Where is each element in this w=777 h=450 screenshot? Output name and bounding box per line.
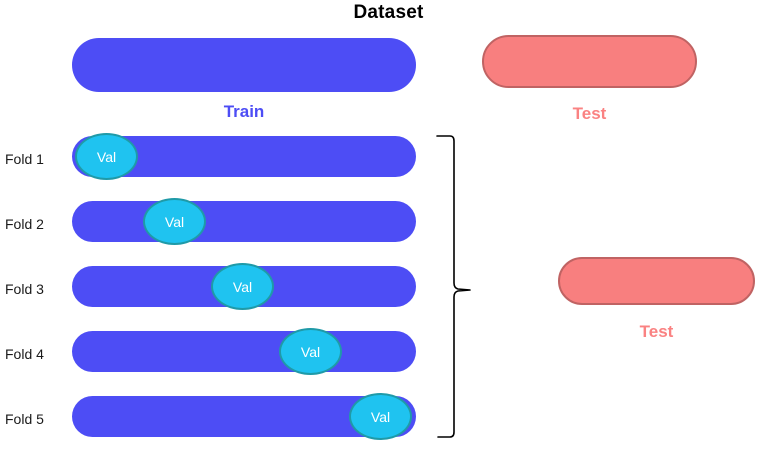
fold-label-2: Fold 2 xyxy=(5,216,44,232)
train-caption: Train xyxy=(223,102,265,121)
val-oval-2: Val xyxy=(143,198,206,245)
train-bar-full xyxy=(72,38,416,92)
test-bar-top xyxy=(482,35,697,88)
fold-label-5: Fold 5 xyxy=(5,411,44,427)
fold-bar-4 xyxy=(72,331,416,372)
fold-label-1: Fold 1 xyxy=(5,151,44,167)
val-oval-3: Val xyxy=(211,263,274,310)
test-bar-bottom xyxy=(558,257,755,305)
val-oval-1: Val xyxy=(75,133,138,180)
fold-group-brace xyxy=(436,135,471,438)
val-oval-5: Val xyxy=(349,393,412,440)
test-caption-top: Test xyxy=(572,104,607,123)
fold-label-3: Fold 3 xyxy=(5,281,44,297)
val-oval-4: Val xyxy=(279,328,342,375)
test-caption-bottom: Test xyxy=(639,322,674,341)
page-title: Dataset xyxy=(353,2,424,23)
fold-label-4: Fold 4 xyxy=(5,346,44,362)
fold-bar-2 xyxy=(72,201,416,242)
